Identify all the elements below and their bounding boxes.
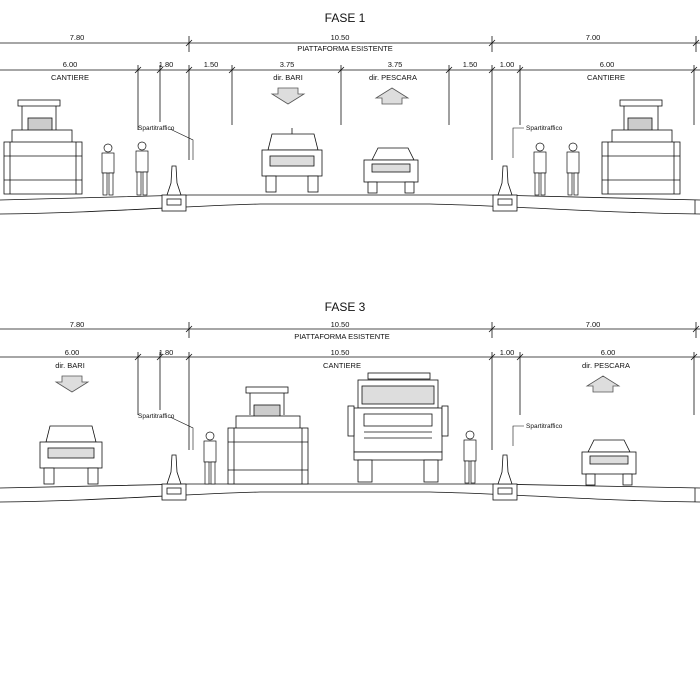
spartitraffico-label: Spartitraffico bbox=[138, 413, 175, 420]
dim-right: 7.00 bbox=[586, 33, 601, 42]
car-rear-icon bbox=[581, 439, 637, 486]
spartitraffico-label: Spartitraffico bbox=[526, 423, 563, 430]
spartitraffico-label: Spartitraffico bbox=[526, 125, 563, 132]
lane-dim: 6.00 bbox=[63, 60, 78, 69]
worker-icon bbox=[533, 142, 547, 196]
lane-label-bari: dir. BARI bbox=[55, 361, 85, 370]
lane-dim: 1.50 bbox=[463, 60, 478, 69]
traffic-barrier bbox=[492, 165, 518, 212]
car-front-icon bbox=[261, 128, 323, 193]
lane-dim: 1.00 bbox=[500, 348, 515, 357]
lane-dim: 6.00 bbox=[601, 348, 616, 357]
truck-icon bbox=[347, 372, 449, 483]
road-roller-icon bbox=[227, 386, 309, 485]
top-dimension-line bbox=[0, 36, 700, 52]
lane-dim: 10.50 bbox=[331, 348, 350, 357]
road-ground-line bbox=[0, 194, 700, 215]
worker-icon bbox=[203, 431, 217, 485]
phase-title: FASE 1 bbox=[325, 11, 366, 25]
phase-1: FASE 1 7.80 10.50 7.00 PIATTAFORMA ESIST… bbox=[0, 11, 700, 215]
worker-icon bbox=[463, 430, 477, 484]
worker-icon bbox=[101, 143, 115, 196]
platform-label: PIATTAFORMA ESISTENTE bbox=[297, 44, 393, 53]
dim-left: 7.80 bbox=[70, 320, 85, 329]
platform-label: PIATTAFORMA ESISTENTE bbox=[294, 332, 390, 341]
lane-dim: 1.00 bbox=[500, 60, 515, 69]
arrow-down-icon bbox=[270, 87, 306, 105]
road-roller-icon bbox=[3, 99, 83, 195]
lane-dim: 3.75 bbox=[388, 60, 403, 69]
lane-dim: 1.80 bbox=[159, 348, 174, 357]
traffic-barrier bbox=[161, 454, 187, 501]
lane-dim: 6.00 bbox=[600, 60, 615, 69]
phase-3: FASE 3 7.80 10.50 7.00 PIATTAFORMA ESIST… bbox=[0, 300, 700, 503]
lane-dim: 6.00 bbox=[65, 348, 80, 357]
traffic-barrier bbox=[161, 165, 187, 212]
lane-label-bari: dir. BARI bbox=[273, 73, 303, 82]
phase-title: FASE 3 bbox=[325, 300, 366, 314]
lane-label-pescara: dir. PESCARA bbox=[369, 73, 417, 82]
lane-dim: 3.75 bbox=[280, 60, 295, 69]
traffic-barrier bbox=[492, 454, 518, 501]
top-dimension-line bbox=[0, 322, 700, 338]
dim-left: 7.80 bbox=[70, 33, 85, 42]
lane-dim: 1.50 bbox=[204, 60, 219, 69]
spartitraffico-label: Spartitraffico bbox=[138, 125, 175, 132]
car-front-icon bbox=[39, 425, 103, 485]
car-rear-icon bbox=[363, 147, 419, 194]
arrow-down-icon bbox=[54, 375, 90, 393]
road-ground-line bbox=[0, 483, 700, 503]
dim-center: 10.50 bbox=[331, 33, 350, 42]
road-roller-icon bbox=[601, 99, 681, 195]
lane-label-site: CANTIERE bbox=[587, 73, 625, 82]
worker-icon bbox=[566, 142, 580, 196]
arrow-up-icon bbox=[374, 87, 410, 105]
dim-center: 10.50 bbox=[331, 320, 350, 329]
lane-dimension-line bbox=[0, 65, 700, 160]
lane-label-pescara: dir. PESCARA bbox=[582, 361, 630, 370]
arrow-up-icon bbox=[585, 375, 621, 393]
lane-label-site: CANTIERE bbox=[51, 73, 89, 82]
lane-dim: 1.80 bbox=[159, 60, 174, 69]
lane-label-site: CANTIERE bbox=[323, 361, 361, 370]
lane-dimension-line bbox=[0, 352, 700, 450]
worker-icon bbox=[135, 141, 149, 196]
dim-right: 7.00 bbox=[586, 320, 601, 329]
